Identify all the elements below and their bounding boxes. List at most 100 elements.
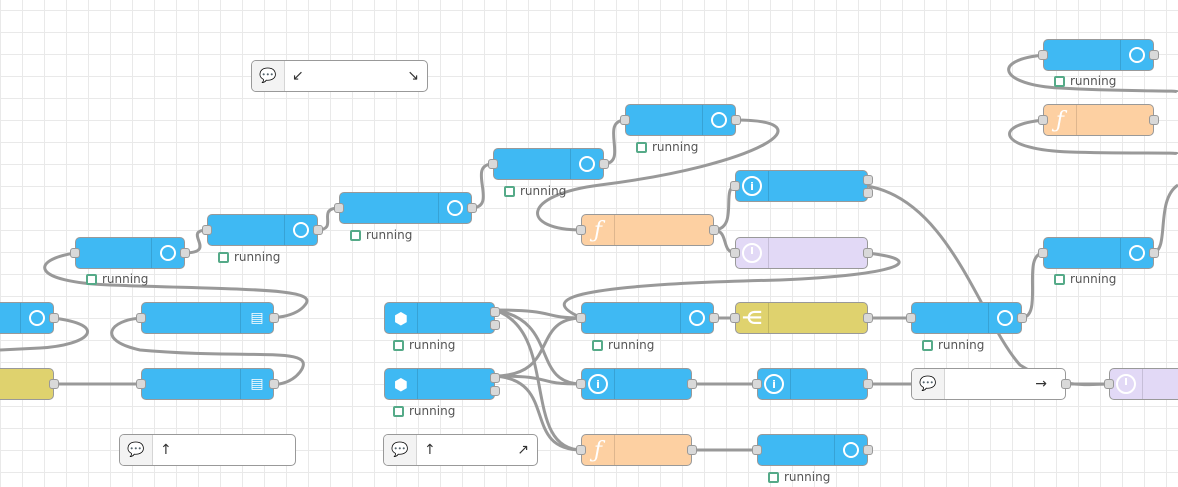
node[interactable] — [488, 148, 609, 180]
node-status: running — [922, 338, 984, 352]
input-port[interactable] — [730, 248, 740, 258]
output-port[interactable] — [1149, 50, 1159, 60]
comment-node[interactable]: 💬 ↑ — [119, 434, 296, 466]
input-port[interactable] — [1038, 50, 1048, 60]
node[interactable] — [620, 104, 741, 136]
node[interactable] — [1038, 39, 1159, 71]
input-port[interactable] — [620, 115, 630, 125]
node[interactable] — [70, 237, 190, 269]
status-dot-icon — [1054, 273, 1065, 285]
output-port[interactable] — [863, 248, 873, 258]
output-port[interactable] — [490, 373, 500, 383]
output-port[interactable] — [863, 379, 873, 389]
input-port[interactable] — [334, 203, 344, 213]
node[interactable] — [0, 368, 59, 400]
output-port[interactable] — [709, 313, 719, 323]
output-port[interactable] — [687, 379, 697, 389]
node-status: running — [393, 338, 455, 352]
output-port[interactable] — [269, 313, 279, 323]
input-port[interactable] — [752, 379, 762, 389]
info-node[interactable]: i — [752, 368, 873, 400]
wire — [602, 118, 627, 166]
input-port[interactable] — [576, 445, 586, 455]
output-port[interactable] — [1149, 115, 1159, 125]
inject-node[interactable]: ⬢ — [384, 302, 500, 334]
comment-node[interactable]: 💬 ↑↗ — [383, 434, 538, 466]
inject-node[interactable]: ⬢ — [384, 368, 500, 400]
comment-arrow: ↙ — [292, 68, 304, 84]
output-port[interactable] — [269, 379, 279, 389]
wire — [493, 308, 583, 452]
input-port[interactable] — [576, 379, 586, 389]
output-port[interactable] — [49, 379, 59, 389]
output-port[interactable] — [709, 225, 719, 235]
node[interactable] — [752, 434, 873, 466]
inject-icon: ⬢ — [394, 308, 408, 328]
input-port[interactable] — [906, 313, 916, 323]
switch-icon: ⋲ — [741, 307, 763, 329]
output-port[interactable] — [1017, 313, 1027, 323]
node-status: running — [218, 250, 280, 264]
input-port[interactable] — [1104, 379, 1114, 389]
node[interactable] — [576, 302, 719, 334]
comment-node[interactable]: 💬 ↙↘ — [251, 60, 428, 92]
function-icon: ƒ — [593, 437, 603, 463]
output-port[interactable] — [731, 115, 741, 125]
input-port[interactable] — [488, 159, 498, 169]
router-icon: ▤ — [250, 310, 264, 326]
comment-node[interactable]: 💬 → — [911, 368, 1071, 400]
status-label: running — [1070, 74, 1117, 88]
output-port[interactable] — [49, 313, 59, 323]
function-node[interactable]: ƒ — [576, 214, 719, 246]
router-node[interactable]: ▤ — [136, 302, 279, 334]
output-port[interactable] — [687, 445, 697, 455]
output-port[interactable] — [863, 313, 873, 323]
delay-node[interactable] — [730, 237, 873, 269]
switch-node[interactable]: ⋲ — [730, 302, 873, 334]
input-port[interactable] — [1038, 248, 1048, 258]
node[interactable] — [202, 214, 323, 246]
info-node[interactable]: i — [730, 170, 873, 202]
output-port[interactable] — [490, 307, 500, 317]
function-node[interactable]: ƒ — [576, 434, 697, 466]
output-port[interactable] — [467, 203, 477, 213]
info-node[interactable]: i — [576, 368, 697, 400]
node[interactable] — [906, 302, 1027, 334]
output-port[interactable] — [863, 445, 873, 455]
status-label: running — [1070, 272, 1117, 286]
status-label: running — [608, 338, 655, 352]
circle-icon — [579, 156, 595, 172]
input-port[interactable] — [136, 379, 146, 389]
input-port[interactable] — [136, 313, 146, 323]
function-node[interactable]: ƒ — [1038, 104, 1159, 136]
status-label: running — [234, 250, 281, 264]
output-port[interactable] — [180, 248, 190, 258]
router-node[interactable]: ▤ — [136, 368, 279, 400]
node[interactable] — [0, 302, 59, 334]
input-port[interactable] — [1038, 115, 1048, 125]
node-status: running — [1054, 74, 1116, 88]
input-port[interactable] — [70, 248, 80, 258]
delay-node[interactable] — [1104, 368, 1178, 400]
node[interactable] — [334, 192, 477, 224]
wire — [562, 251, 901, 320]
output-port[interactable] — [1149, 248, 1159, 258]
output-port[interactable] — [863, 188, 873, 198]
output-port[interactable] — [490, 386, 500, 396]
wire — [1008, 118, 1178, 156]
input-port[interactable] — [752, 445, 762, 455]
status-label: running — [409, 338, 456, 352]
input-port[interactable] — [576, 225, 586, 235]
node[interactable] — [1038, 237, 1159, 269]
input-port[interactable] — [730, 313, 740, 323]
input-port[interactable] — [576, 313, 586, 323]
input-port[interactable] — [730, 181, 740, 191]
comment-arrow: ↑ — [160, 442, 172, 458]
output-port[interactable] — [1061, 379, 1071, 389]
output-port[interactable] — [863, 175, 873, 185]
output-port[interactable] — [490, 320, 500, 330]
output-port[interactable] — [313, 225, 323, 235]
input-port[interactable] — [202, 225, 212, 235]
output-port[interactable] — [599, 159, 609, 169]
